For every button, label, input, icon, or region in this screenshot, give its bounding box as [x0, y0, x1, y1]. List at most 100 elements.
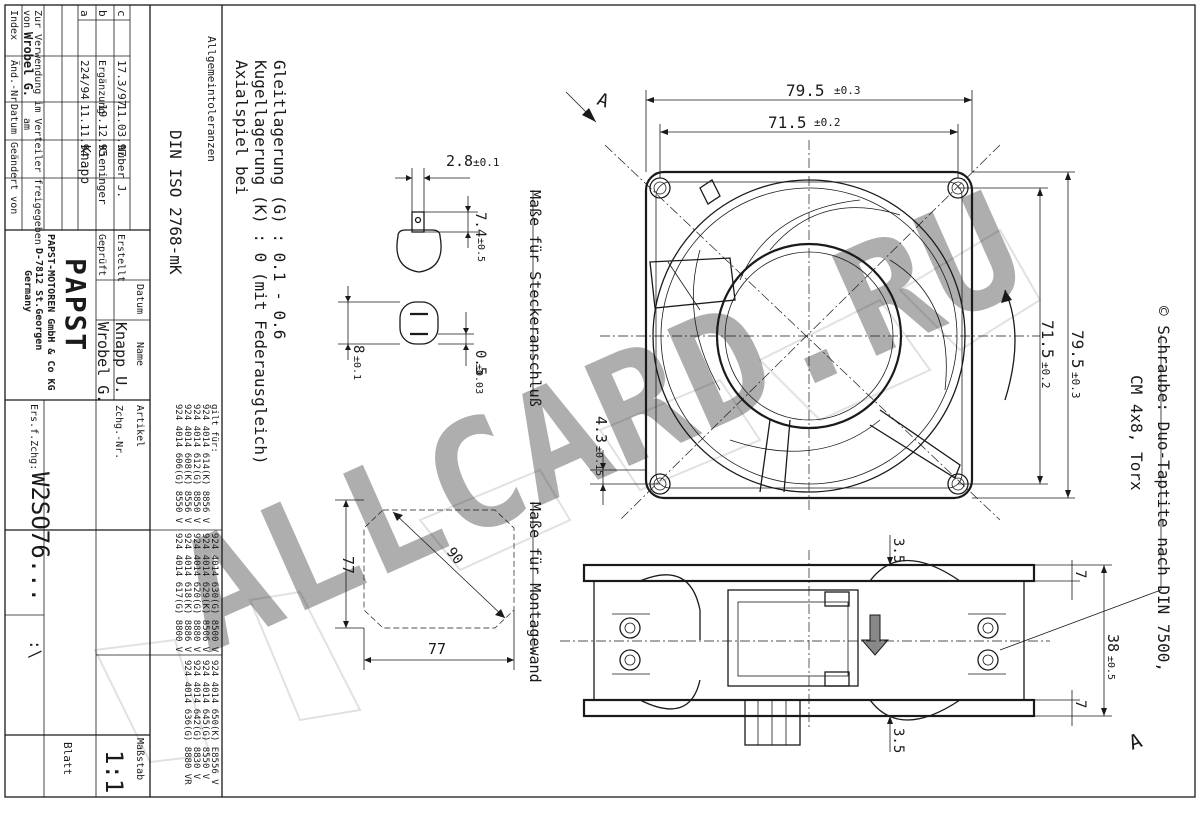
svg-text:Kugellagerung (K) : 0 (mit Fe: Kugellagerung (K) : 0 (mit Federausgleic…	[251, 60, 270, 465]
datum-label: Datum	[134, 284, 145, 314]
svg-text:c: c	[115, 10, 128, 17]
svg-text:8: 8	[350, 345, 366, 353]
rev-header-change: Änd.-Nr.	[8, 60, 21, 108]
rev-header-changed: Geändert von	[8, 142, 19, 214]
svg-text:±0.2: ±0.2	[1039, 362, 1052, 389]
svg-text:±0.03: ±0.03	[473, 364, 484, 394]
side-view-dimensions: 3.5 3.5 38 ±0.5 7 7	[887, 535, 1122, 753]
release-line1: Zur Verwendung im Verteiler freigegeben	[32, 10, 43, 245]
revision-row-c: c 17.3/97 11.03.97 Nuber J.	[115, 10, 128, 198]
svg-text:7.4: 7.4	[472, 212, 488, 237]
name-label: Name	[134, 342, 145, 366]
svg-text:±0.3: ±0.3	[1069, 372, 1082, 399]
svg-text:A: A	[594, 89, 612, 112]
svg-text:±0.5: ±0.5	[1105, 656, 1116, 680]
svg-text:Knapp: Knapp	[77, 145, 92, 184]
massstab-label: Maßstab	[134, 738, 145, 780]
svg-text:19.12.95: 19.12.95	[96, 104, 109, 157]
artikel-label: Artikel	[134, 405, 145, 447]
svg-text:77: 77	[339, 556, 357, 574]
article-list: gilt für: 924 4014 614(K) 8856 V 924 401…	[173, 404, 219, 785]
screw-note-line2: CM 4x8, Torx	[1127, 375, 1146, 491]
svg-text:17.3/97: 17.3/97	[115, 60, 128, 106]
erstellt-name: Knapp U.	[112, 322, 130, 394]
geprueft-name: Wrobel G.	[94, 322, 112, 403]
svg-text:±0.2: ±0.2	[814, 116, 841, 129]
front-view-dimensions: 79.5 ±0.3 71.5 ±0.2 79.5 ±0.3 71.5 ±0.2 …	[590, 81, 1087, 505]
erstellt-label: Erstellt	[115, 234, 126, 282]
svg-text:±0.15: ±0.15	[593, 446, 604, 476]
svg-text:77: 77	[428, 640, 446, 658]
svg-text:Gleitlagerung (G) : 0.1 - 0.6: Gleitlagerung (G) : 0.1 - 0.6	[270, 60, 289, 339]
section-mark-a-top: A	[565, 89, 612, 123]
svg-text:±0.1: ±0.1	[351, 356, 362, 380]
dim-hole-pitch: 71.5	[768, 113, 807, 132]
rev-header-index: Index	[8, 10, 19, 40]
blatt-label: Blatt	[61, 742, 74, 775]
sheet-frame	[4, 4, 1196, 798]
svg-text:924 4014 614(K) 8856 V: 924 4014 614(K) 8856 V	[200, 404, 210, 524]
svg-text:2.8: 2.8	[446, 152, 473, 170]
svg-text:±0.5: ±0.5	[475, 238, 486, 262]
revision-row-a: a 224/94 11.11.94 Knapp	[77, 10, 92, 184]
release-prefix: von	[21, 10, 32, 28]
svg-text:71.5: 71.5	[1038, 320, 1057, 359]
fan-front-view	[600, 140, 1040, 521]
tolerance-standard: DIN ISO 2768-mK	[166, 130, 185, 275]
zchg-label: Zchg.-Nr.	[113, 405, 124, 459]
svg-text:11.11.94: 11.11.94	[78, 104, 91, 157]
svg-text:3.5: 3.5	[890, 538, 906, 563]
svg-text:±0.1: ±0.1	[473, 156, 500, 169]
svg-text:924 4014 642(G) 8830 V: 924 4014 642(G) 8830 V	[191, 660, 201, 780]
svg-text:Nuber J.: Nuber J.	[115, 145, 128, 198]
svg-text:gilt für:: gilt für:	[209, 404, 219, 453]
svg-text:11.03.97: 11.03.97	[115, 104, 128, 157]
svg-text:924 4014 618(K) 8886 V: 924 4014 618(K) 8886 V	[182, 533, 192, 653]
svg-text:924 4014 606(G) 8550 V: 924 4014 606(G) 8550 V	[173, 404, 183, 524]
release-name: Wrobel G.	[21, 32, 35, 97]
company-line1: PAPST-MOTOREN GmbH & Co KG	[45, 234, 56, 391]
montage-label: Maße für Montagewand	[526, 502, 544, 683]
rev-header-date: Datum	[8, 104, 19, 134]
ers-label: Ers.f.Zchg:	[28, 404, 39, 470]
axialspiel-note: Axialspiel bei Kugellagerung (K) : 0 (mi…	[232, 60, 289, 465]
svg-text:4.3: 4.3	[592, 416, 610, 443]
papst-logo: PAPST	[59, 258, 92, 352]
company-line2: D-7812 St.Georgen	[33, 248, 44, 350]
svg-text:924 4014 612(G) 8850 V: 924 4014 612(G) 8850 V	[191, 404, 201, 524]
svg-text:79.5: 79.5	[1068, 330, 1087, 369]
svg-text:38: 38	[1104, 634, 1122, 652]
plug-detail: 2.8 ±0.1 7.4 ±0.5 8 ±0.1 0.5 ±0.03	[338, 152, 500, 394]
title-block: Allgemeintoleranzen DIN ISO 2768-mK Inde…	[5, 5, 223, 797]
svg-text:Ergänzung: Ergänzung	[96, 60, 107, 114]
svg-text:924 4014 629(K) 8506 V: 924 4014 629(K) 8506 V	[200, 533, 210, 653]
svg-text:924 4014 650(K) E8556 V: 924 4014 650(K) E8556 V	[209, 660, 219, 785]
svg-text:924 4014 645(G) 8550 V: 924 4014 645(G) 8550 V	[200, 660, 210, 780]
svg-text:0.5: 0.5	[472, 350, 488, 375]
svg-text:7: 7	[1072, 570, 1088, 578]
svg-text:Axialspiel bei: Axialspiel bei	[232, 60, 251, 195]
svg-text:±0.3: ±0.3	[834, 84, 861, 97]
svg-text:a: a	[78, 10, 91, 17]
svg-text:7: 7	[1072, 700, 1088, 708]
svg-text:924 4014 636(G) 8880 VR: 924 4014 636(G) 8880 VR	[182, 660, 192, 785]
svg-text:3.5: 3.5	[890, 728, 906, 753]
scale-value: 1:1	[100, 750, 128, 793]
company-line3: Germany	[22, 270, 33, 312]
svg-text:Kieninger: Kieninger	[96, 145, 109, 205]
geprueft-label: Geprüft	[96, 234, 107, 276]
svg-text:924 4014 617(G) 8800 V: 924 4014 617(G) 8800 V	[173, 533, 183, 653]
dim-outer-width: 79.5	[786, 81, 825, 100]
section-mark-a-bottom: A	[1126, 728, 1146, 755]
sheet-mark: :\	[26, 640, 45, 659]
revision-row-b: b Ergänzung 19.12.95 Kieninger	[96, 10, 109, 205]
stecker-label: Maße für Steckeranschluß	[526, 190, 544, 407]
release-suffix: am	[21, 118, 32, 130]
mounting-cutout: 90 77 77	[335, 499, 515, 670]
svg-text:224/94: 224/94	[78, 60, 91, 100]
screw-note-line1: © Schraube: Duo-Taptite nach DIN 7500,	[1154, 306, 1173, 672]
fan-side-view	[560, 550, 1050, 746]
svg-text:b: b	[96, 10, 109, 17]
watermark: ALLCARD.RU	[93, 160, 1047, 764]
